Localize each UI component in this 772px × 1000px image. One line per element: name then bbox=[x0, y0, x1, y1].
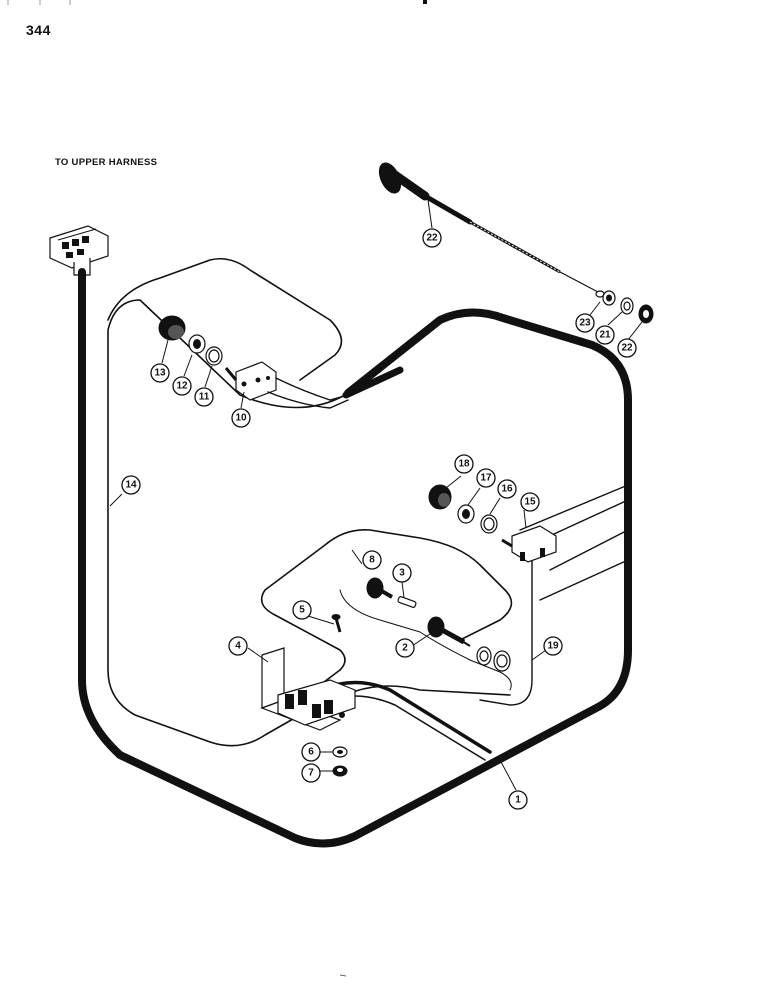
callout-11: 11 bbox=[194, 387, 214, 407]
upper-harness-connector bbox=[49, 225, 109, 276]
switch-15-wire-lower bbox=[549, 529, 629, 571]
callout-16: 16 bbox=[497, 479, 517, 499]
svg-text:12: 12 bbox=[176, 381, 188, 392]
callout-13: 13 bbox=[150, 363, 170, 383]
washer-12 bbox=[188, 334, 206, 354]
nut-7 bbox=[332, 765, 348, 777]
svg-text:23: 23 bbox=[579, 318, 591, 329]
callout-23: 23 bbox=[575, 313, 595, 333]
svg-text:8: 8 bbox=[369, 555, 375, 566]
screw-5 bbox=[331, 614, 342, 633]
svg-text:21: 21 bbox=[599, 330, 611, 341]
svg-text:15: 15 bbox=[524, 497, 536, 508]
svg-text:10: 10 bbox=[235, 413, 247, 424]
svg-text:5: 5 bbox=[299, 605, 305, 616]
main-harness-wire bbox=[78, 268, 632, 848]
scan-marks bbox=[7, 0, 427, 977]
callout-19: 19 bbox=[543, 636, 563, 656]
fuse-holder-wire bbox=[339, 589, 512, 691]
svg-text:22: 22 bbox=[621, 343, 633, 354]
wire-19 bbox=[479, 559, 533, 706]
svg-text:16: 16 bbox=[501, 484, 513, 495]
svg-text:1: 1 bbox=[515, 795, 521, 806]
washer-16 bbox=[480, 514, 498, 534]
callout-18: 18 bbox=[454, 454, 474, 474]
svg-text:17: 17 bbox=[480, 473, 492, 484]
fuse-holder-washers bbox=[476, 646, 511, 672]
terminal-block-4 bbox=[260, 647, 356, 731]
fuse-3 bbox=[397, 596, 417, 608]
fuse-holder-cap bbox=[366, 577, 394, 599]
callout-5: 5 bbox=[292, 600, 312, 620]
svg-text:14: 14 bbox=[125, 480, 137, 491]
callout-2: 2 bbox=[395, 638, 415, 658]
washer-6 bbox=[332, 746, 348, 758]
harness-14-upper-loop bbox=[107, 257, 343, 381]
callout-7: 7 bbox=[301, 763, 321, 783]
callout-1: 1 bbox=[508, 790, 528, 810]
toggle-switch-10 bbox=[224, 361, 349, 409]
callout-20: 22 bbox=[422, 228, 442, 248]
switch-15-wire-bottom bbox=[539, 559, 629, 601]
callout-3: 3 bbox=[392, 563, 412, 583]
svg-text:22: 22 bbox=[426, 233, 438, 244]
callout-17: 17 bbox=[476, 468, 496, 488]
callout-6: 6 bbox=[301, 742, 321, 762]
callout-12: 12 bbox=[172, 376, 192, 396]
svg-text:7: 7 bbox=[308, 768, 314, 779]
washer-23 bbox=[602, 290, 616, 306]
svg-text:19: 19 bbox=[547, 641, 559, 652]
callout-10: 10 bbox=[231, 408, 251, 428]
svg-text:11: 11 bbox=[199, 392, 210, 403]
callout-14: 14 bbox=[121, 475, 141, 495]
svg-text:18: 18 bbox=[458, 459, 470, 470]
callout-4: 4 bbox=[228, 636, 248, 656]
nut-22 bbox=[638, 304, 654, 324]
harness-14-wire bbox=[107, 299, 511, 747]
switch-15-wire-upper bbox=[519, 484, 629, 531]
harness-8-wire bbox=[260, 528, 513, 686]
svg-text:3: 3 bbox=[399, 568, 405, 579]
callout-15: 15 bbox=[520, 492, 540, 512]
throttle-cable-20 bbox=[378, 162, 605, 298]
knob-18 bbox=[428, 484, 452, 510]
callout-22: 22 bbox=[617, 338, 637, 358]
washer-11 bbox=[205, 346, 223, 366]
knob-13 bbox=[158, 315, 186, 341]
svg-text:6: 6 bbox=[308, 747, 314, 758]
svg-text:4: 4 bbox=[235, 641, 241, 652]
leader-lines bbox=[109, 199, 643, 791]
upper-harness-label: TO UPPER HARNESS bbox=[55, 157, 158, 168]
svg-text:2: 2 bbox=[402, 643, 408, 654]
svg-text:13: 13 bbox=[154, 368, 166, 379]
switch-15 bbox=[501, 525, 557, 563]
callout-21: 21 bbox=[595, 325, 615, 345]
fuse-holder-2 bbox=[427, 616, 471, 647]
callout-8: 8 bbox=[362, 550, 382, 570]
washer-21 bbox=[620, 297, 634, 315]
washer-17 bbox=[457, 504, 475, 524]
page-number: 344 bbox=[26, 22, 51, 38]
harness-sleeve bbox=[342, 366, 404, 399]
